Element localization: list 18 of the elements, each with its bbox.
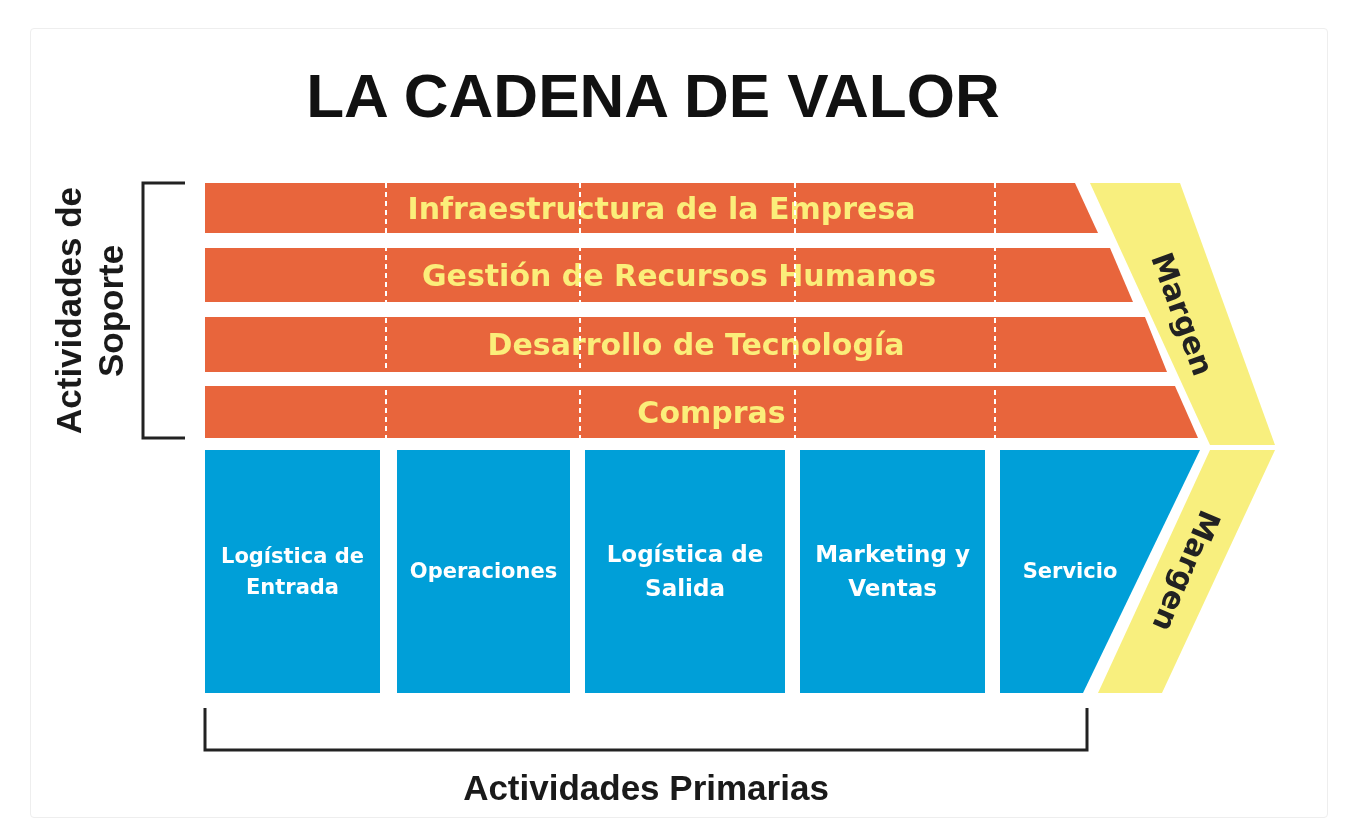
activity-label: Compras (636, 394, 787, 430)
activity-label: Logística de Salida (605, 540, 765, 603)
activity-label: Operaciones (408, 558, 559, 586)
primary-activities-label: Actividades Primarias (462, 767, 830, 809)
support-activities-label: Actividades de Soporte (48, 186, 131, 437)
activity-label: Marketing y Ventas (814, 540, 971, 603)
support-activity-bar (205, 386, 1198, 438)
support-activity-bar (205, 248, 1133, 302)
support-activity-bar (205, 183, 1098, 233)
primary-activity-box (205, 450, 380, 693)
primary-activity-box (397, 450, 570, 693)
activity-label: Logística de Entrada (220, 543, 365, 601)
title: LA CADENA DE VALOR (305, 60, 1001, 132)
activity-label: Infraestructura de la Empresa (406, 190, 917, 226)
primary-activity-box (800, 450, 985, 693)
primary-activity-box (585, 450, 785, 693)
activity-label: Desarrollo de Tecnología (486, 327, 906, 362)
activity-label: Servicio (1021, 558, 1119, 586)
